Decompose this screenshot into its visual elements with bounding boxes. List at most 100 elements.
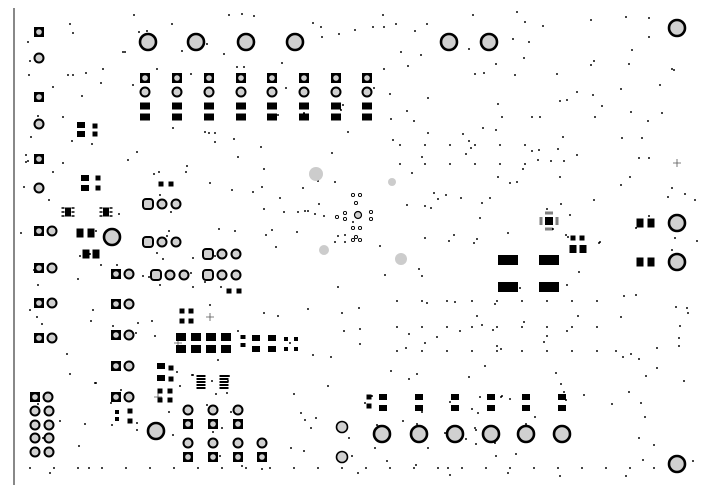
round-pad	[235, 86, 247, 98]
smd-pad	[157, 397, 163, 403]
smd-pad	[294, 347, 298, 351]
via	[263, 208, 265, 210]
smd-pad	[362, 102, 372, 110]
via	[635, 227, 637, 229]
smd-pad	[539, 282, 559, 292]
via	[671, 249, 673, 251]
round-pad	[43, 432, 55, 444]
smd-pad	[219, 375, 229, 377]
smd-pad	[219, 381, 229, 383]
smd-pad	[547, 227, 549, 231]
smd-pad	[99, 207, 103, 209]
smd-pad	[549, 227, 551, 231]
via	[72, 32, 74, 34]
via	[320, 26, 322, 28]
via	[569, 214, 571, 216]
smd-pad	[240, 343, 246, 347]
via	[77, 467, 79, 469]
through-hole-pad-large	[479, 32, 499, 52]
via	[321, 36, 323, 38]
via	[629, 467, 631, 469]
smd-pad	[172, 113, 182, 121]
smd-pad	[176, 345, 186, 353]
via	[127, 159, 129, 161]
via	[166, 235, 168, 237]
micro-pad	[357, 237, 363, 243]
smd-pad	[167, 388, 173, 394]
via	[625, 16, 627, 18]
via	[220, 286, 222, 288]
via	[260, 146, 262, 148]
smd-pad	[647, 257, 655, 267]
via	[496, 326, 498, 328]
via	[476, 238, 478, 240]
via	[594, 116, 596, 118]
via	[534, 416, 536, 418]
round-pad	[43, 446, 55, 458]
via	[694, 199, 696, 201]
smd-pad	[196, 387, 206, 389]
micro-pad	[350, 192, 356, 198]
via	[620, 88, 622, 90]
via	[531, 116, 533, 118]
via	[470, 147, 472, 149]
via	[234, 230, 236, 232]
smd-pad	[268, 335, 276, 341]
via	[348, 437, 350, 439]
through-hole-pad-large	[236, 32, 256, 52]
via	[465, 438, 467, 440]
via	[473, 242, 475, 244]
via	[546, 208, 548, 210]
via	[596, 300, 598, 302]
micro-pad	[350, 237, 356, 243]
via	[181, 50, 183, 52]
smd-pad	[415, 405, 423, 411]
via	[293, 393, 295, 395]
smd-pad	[221, 333, 231, 341]
pad-drill	[206, 75, 212, 81]
pad-drill	[364, 75, 370, 81]
via	[226, 392, 228, 394]
via	[338, 33, 340, 35]
via	[525, 423, 527, 425]
via	[379, 245, 381, 247]
smd-pad	[140, 102, 150, 110]
smd-pad	[191, 333, 201, 341]
via	[449, 163, 451, 165]
via	[231, 189, 233, 191]
via	[158, 171, 160, 173]
via	[576, 91, 578, 93]
crosshair-marker	[673, 159, 681, 167]
smd-pad	[415, 394, 423, 400]
micro-pad	[334, 214, 340, 220]
via	[265, 234, 267, 236]
via	[217, 359, 219, 361]
via	[302, 187, 304, 189]
via	[566, 99, 568, 101]
via	[209, 182, 211, 184]
fiducial	[309, 167, 323, 181]
via	[289, 342, 291, 344]
via	[95, 230, 97, 232]
via	[214, 141, 216, 143]
via	[94, 382, 96, 384]
via	[159, 284, 161, 286]
round-pad	[43, 419, 55, 431]
smd-pad	[498, 255, 518, 265]
via	[571, 350, 573, 352]
via	[671, 68, 673, 70]
via	[550, 160, 552, 162]
via	[279, 197, 281, 199]
via	[465, 153, 467, 155]
via	[78, 445, 80, 447]
round-pad	[33, 118, 45, 130]
smd-pad	[115, 417, 119, 421]
via	[495, 455, 497, 457]
via	[683, 380, 685, 382]
via	[515, 453, 517, 455]
via	[656, 367, 658, 369]
pad-drill	[113, 394, 119, 400]
via	[290, 447, 292, 449]
smd-pad	[99, 215, 103, 217]
